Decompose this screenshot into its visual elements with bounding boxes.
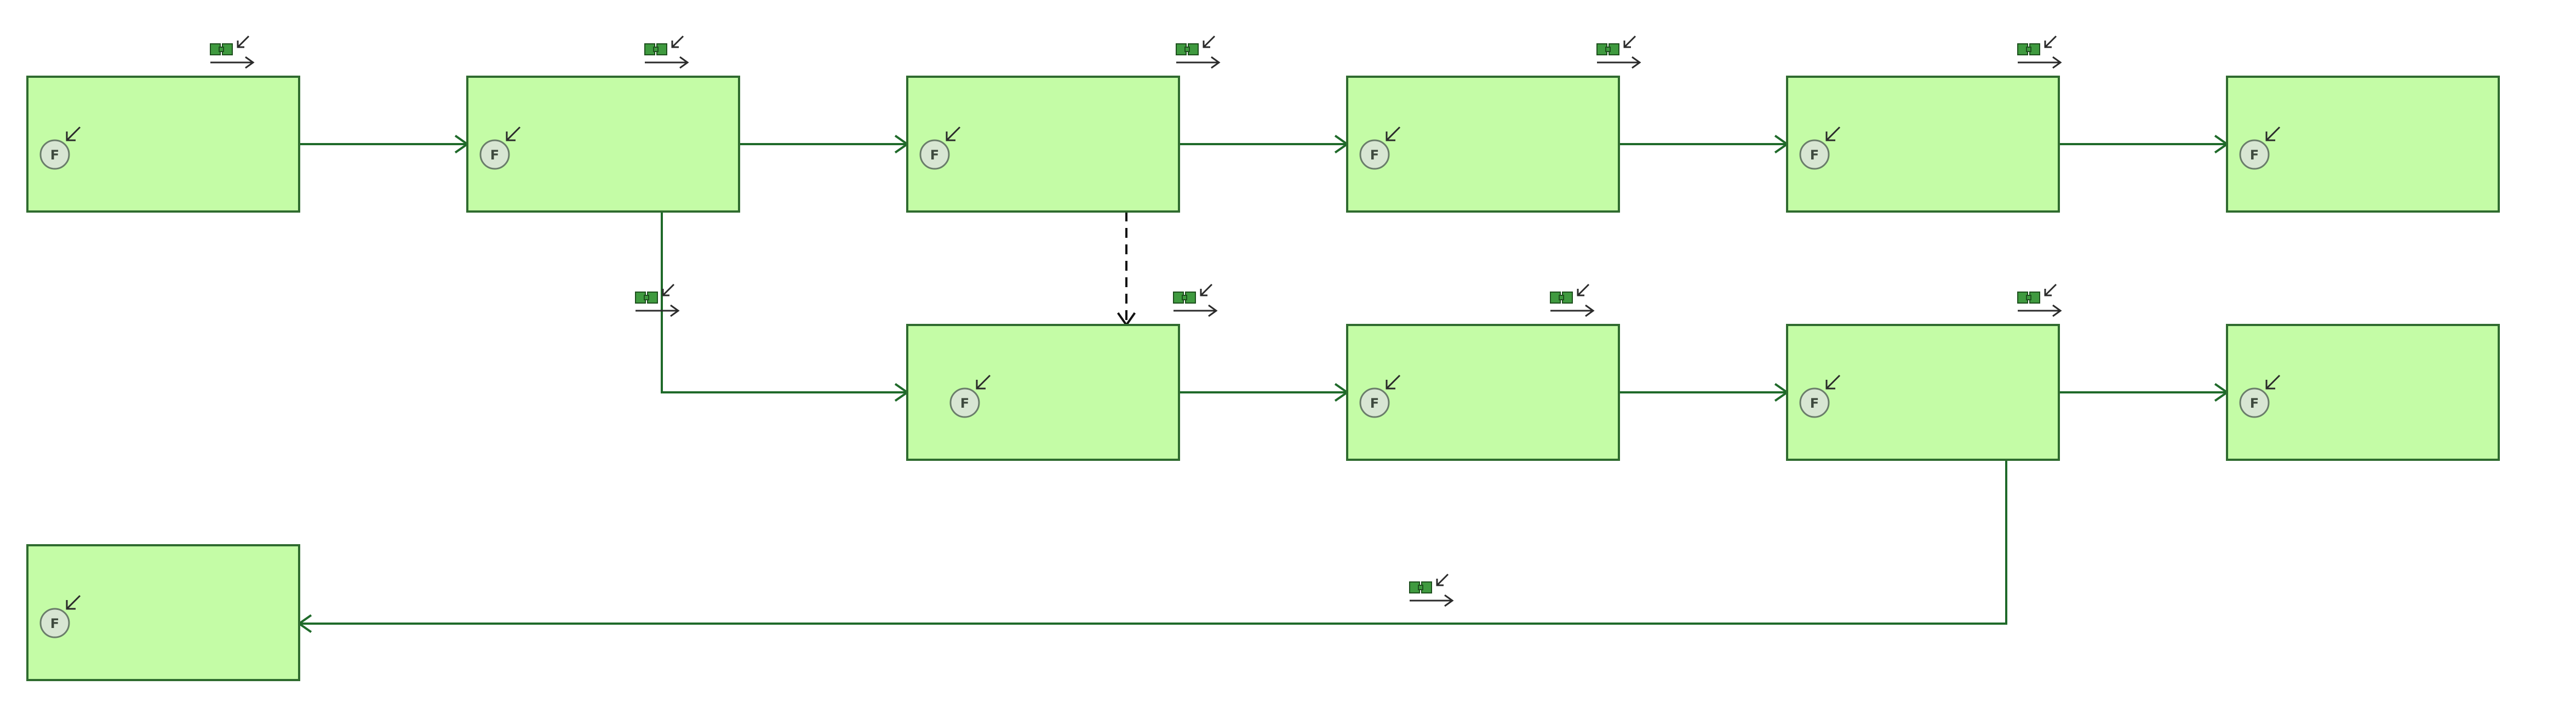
function-node[interactable]: F bbox=[2226, 324, 2500, 461]
function-icon-letter: F bbox=[1370, 147, 1379, 163]
function-node[interactable]: F bbox=[2226, 76, 2500, 213]
function-node-box[interactable] bbox=[26, 544, 300, 681]
corner-arrow-icon bbox=[1825, 126, 1841, 141]
function-icon-letter: F bbox=[2250, 147, 2259, 163]
function-node[interactable]: F bbox=[906, 324, 1180, 461]
function-node-box[interactable] bbox=[466, 76, 740, 213]
flow-edge[interactable] bbox=[299, 460, 2007, 625]
function-node-box[interactable] bbox=[906, 324, 1180, 461]
corner-arrow-icon bbox=[1825, 374, 1841, 390]
function-icon: F bbox=[1359, 374, 1401, 418]
corner-arrow-icon bbox=[976, 374, 991, 390]
corner-arrow-icon bbox=[2265, 126, 2281, 141]
function-node-box[interactable] bbox=[1346, 324, 1620, 461]
function-node[interactable]: F bbox=[1346, 76, 1620, 213]
function-icon-letter: F bbox=[490, 147, 499, 163]
function-node[interactable]: F bbox=[1786, 324, 2060, 461]
function-icon-letter: F bbox=[50, 616, 59, 631]
binding-icon bbox=[1550, 283, 1595, 317]
function-node[interactable]: F bbox=[906, 76, 1180, 213]
function-icon: F bbox=[1799, 374, 1841, 418]
binding-icon bbox=[1596, 35, 1641, 69]
function-icon: F bbox=[1359, 126, 1401, 170]
function-node-box[interactable] bbox=[2226, 324, 2500, 461]
function-icon: F bbox=[949, 374, 991, 418]
flow-edge[interactable] bbox=[661, 212, 907, 393]
function-node-box[interactable] bbox=[1346, 76, 1620, 213]
function-icon: F bbox=[479, 126, 521, 170]
function-icon: F bbox=[2239, 126, 2281, 170]
function-node[interactable]: F bbox=[26, 544, 300, 681]
function-node-box[interactable] bbox=[906, 76, 1180, 213]
function-node-box[interactable] bbox=[2226, 76, 2500, 213]
function-icon: F bbox=[1799, 126, 1841, 170]
function-icon-letter: F bbox=[50, 147, 59, 163]
function-icon-letter: F bbox=[1810, 396, 1819, 411]
binding-icon bbox=[1173, 283, 1218, 317]
binding-icon bbox=[1409, 573, 1454, 607]
function-icon-letter: F bbox=[2250, 396, 2259, 411]
binding-markers-layer bbox=[210, 35, 2062, 607]
function-icon: F bbox=[39, 595, 81, 638]
nodes-layer: F F F F F F F F F F F bbox=[26, 76, 2500, 681]
function-icon: F bbox=[2239, 374, 2281, 418]
function-node-box[interactable] bbox=[1786, 324, 2060, 461]
binding-icon bbox=[1176, 35, 1221, 69]
corner-arrow-icon bbox=[1386, 374, 1401, 390]
function-node-box[interactable] bbox=[1786, 76, 2060, 213]
function-icon: F bbox=[919, 126, 961, 170]
binding-icon bbox=[2017, 283, 2062, 317]
corner-arrow-icon bbox=[506, 126, 521, 141]
function-icon: F bbox=[39, 126, 81, 170]
function-node[interactable]: F bbox=[26, 76, 300, 213]
binding-icon bbox=[2017, 35, 2062, 69]
corner-arrow-icon bbox=[946, 126, 961, 141]
binding-icon bbox=[644, 35, 689, 69]
function-node[interactable]: F bbox=[466, 76, 740, 213]
corner-arrow-icon bbox=[66, 595, 81, 610]
corner-arrow-icon bbox=[2265, 374, 2281, 390]
function-icon-letter: F bbox=[1370, 396, 1379, 411]
function-node[interactable]: F bbox=[1346, 324, 1620, 461]
binding-icon bbox=[635, 283, 680, 317]
function-icon-letter: F bbox=[960, 396, 969, 411]
function-node[interactable]: F bbox=[1786, 76, 2060, 213]
binding-icon bbox=[210, 35, 255, 69]
edges-layer bbox=[297, 134, 2229, 633]
function-icon-letter: F bbox=[930, 147, 939, 163]
function-node-box[interactable] bbox=[26, 76, 300, 213]
corner-arrow-icon bbox=[66, 126, 81, 141]
function-icon-letter: F bbox=[1810, 147, 1819, 163]
corner-arrow-icon bbox=[1386, 126, 1401, 141]
